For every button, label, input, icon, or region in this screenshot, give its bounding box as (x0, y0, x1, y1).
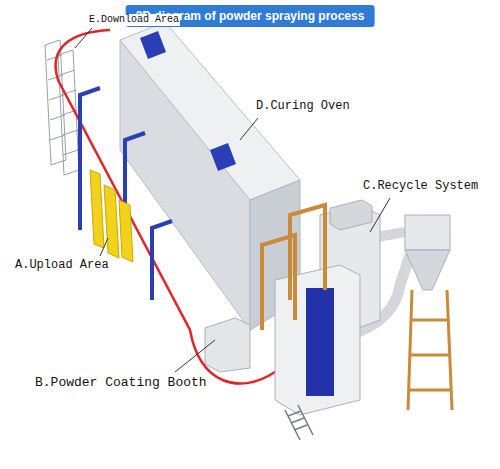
stand-leg (408, 290, 412, 410)
callout-label: E.Download Area (88, 14, 180, 26)
leader-line (370, 198, 390, 232)
rack-bar (50, 135, 65, 140)
cyclone-stand (408, 290, 452, 410)
control-cabinet (205, 318, 250, 372)
coating-booth (275, 265, 360, 415)
stand-bar (409, 389, 451, 392)
booth-frames (262, 205, 325, 330)
frame (290, 205, 325, 300)
oven-duct (140, 31, 166, 59)
rack-bar (49, 95, 64, 100)
stair-step (291, 418, 304, 423)
recycle-hopper (330, 200, 372, 230)
stand-bar (411, 319, 448, 322)
yellow-rack (90, 170, 104, 248)
stair-rail (285, 410, 300, 440)
rack-bar (63, 150, 78, 155)
rack-bar (47, 55, 62, 60)
cyclone-cone (405, 250, 450, 290)
stand-leg (447, 290, 452, 410)
stair-step (288, 411, 301, 416)
stair-step (294, 425, 307, 430)
rack-bar (48, 75, 63, 80)
rack-bar (60, 70, 75, 75)
booth-panel (306, 288, 334, 396)
stand-bar (410, 354, 450, 357)
callout-label: A.Upload Area (14, 259, 110, 273)
yellow-rack (104, 185, 119, 258)
stairs (285, 405, 313, 440)
leader-line (240, 118, 258, 140)
callout-label: D.Curing Oven (255, 100, 351, 114)
leader-line (100, 238, 108, 256)
callout-label: C.Recycle System (362, 180, 479, 194)
oven-duct (210, 143, 236, 171)
cyclone-body (405, 215, 450, 250)
yellow-rack (119, 200, 133, 262)
leader-line (75, 28, 92, 48)
leader-lines (75, 28, 390, 372)
rack-bar (63, 130, 78, 135)
rack-bar (50, 115, 65, 120)
leader-line (175, 340, 215, 372)
hanger-post (152, 221, 172, 300)
callout-label: B.Powder Coating Booth (34, 376, 208, 391)
